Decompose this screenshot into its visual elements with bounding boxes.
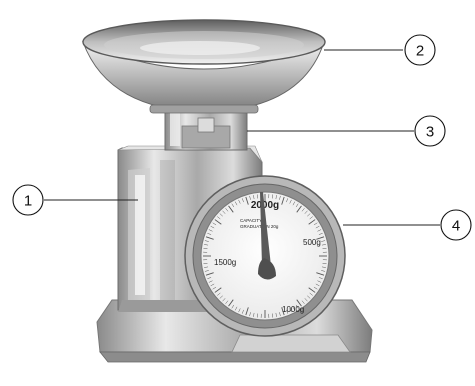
callout-1-number: 1 [24,193,32,210]
weight-dial: 2000g 500g 1500g 1000g CAPACITY GRADUATI… [185,176,345,336]
callout-2: 2 [405,35,435,65]
callout-3: 3 [415,116,445,146]
callout-2-number: 2 [416,43,424,60]
dial-label-bottom: 1000g [282,305,304,314]
dial-label-right: 500g [303,238,321,247]
weighing-bowl [83,20,325,113]
callout-4: 4 [441,210,471,240]
pan-support [165,108,247,150]
callout-3-number: 3 [426,124,434,141]
dial-capacity-line2: GRADUATION 20g [240,224,279,229]
callout-1: 1 [13,185,43,215]
dial-capacity-line1: CAPACITY [240,218,262,223]
callout-4-number: 4 [452,218,460,235]
dial-label-top: 2000g [251,200,279,211]
dial-label-left: 1500g [214,258,236,267]
